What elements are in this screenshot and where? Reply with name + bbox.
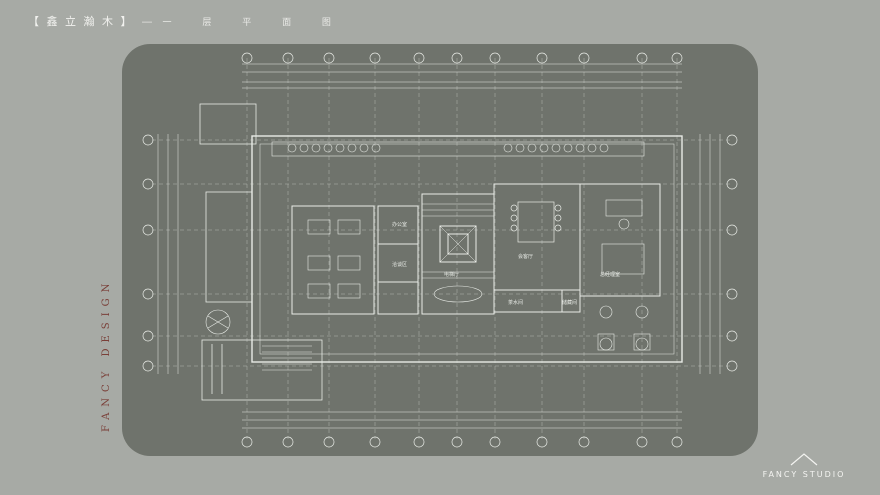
- stairs-left: [262, 345, 312, 371]
- right-dimension-lines: [699, 134, 721, 374]
- grid-axes: [152, 58, 732, 439]
- room-label-pantry: 茶水间: [508, 299, 523, 306]
- header-separator: —: [141, 14, 155, 28]
- room-label-storage: 储藏间: [562, 299, 577, 306]
- brand-logo: FANCY STUDIO: [756, 452, 852, 479]
- office-desks: [307, 219, 361, 299]
- tree-planter: [205, 309, 231, 335]
- lounge-seating: [597, 305, 651, 351]
- floor-plan-card: 办公室 洽谈区 会客厅 电梯厅 总经理室 茶水间 储藏间: [122, 44, 758, 456]
- exterior-walls: [251, 135, 683, 363]
- company-name: 【 鑫 立 瀚 木 】: [28, 15, 134, 28]
- bottom-dimension-lines: [242, 411, 682, 429]
- lobby-sofa: [433, 285, 483, 303]
- room-label-office: 办公室: [392, 221, 407, 228]
- page-subtitle: 一 层 平 面 图: [162, 17, 345, 28]
- room-label-boss: 总经理室: [600, 271, 620, 278]
- interior-partitions: [291, 183, 661, 315]
- side-label: FANCY DESIGN: [101, 277, 112, 432]
- page-header: 【 鑫 立 瀚 木 】 — 一 层 平 面 图: [28, 12, 345, 30]
- planter-row-top: [271, 141, 645, 157]
- room-label-meeting: 洽谈区: [392, 261, 407, 268]
- meeting-table: [510, 201, 562, 243]
- axis-bubbles-top: [241, 52, 683, 64]
- brand-name: FANCY STUDIO: [762, 470, 846, 479]
- elevator-core: [439, 225, 477, 263]
- left-dimension-lines: [157, 134, 179, 374]
- room-label-lobby: 电梯厅: [444, 271, 459, 278]
- stair-core: [422, 203, 494, 279]
- axis-bubbles-left: [142, 134, 154, 372]
- roof-icon: [790, 453, 818, 466]
- boss-desk: [601, 199, 645, 275]
- top-dimension-lines: [242, 63, 682, 89]
- floor-plan-drawing: 办公室 洽谈区 会客厅 电梯厅 总经理室 茶水间 储藏间: [142, 52, 738, 448]
- left-extension: [199, 103, 323, 401]
- axis-bubbles-right: [726, 134, 738, 372]
- axis-bubbles-bottom: [241, 436, 683, 448]
- room-label-reception: 会客厅: [518, 253, 533, 260]
